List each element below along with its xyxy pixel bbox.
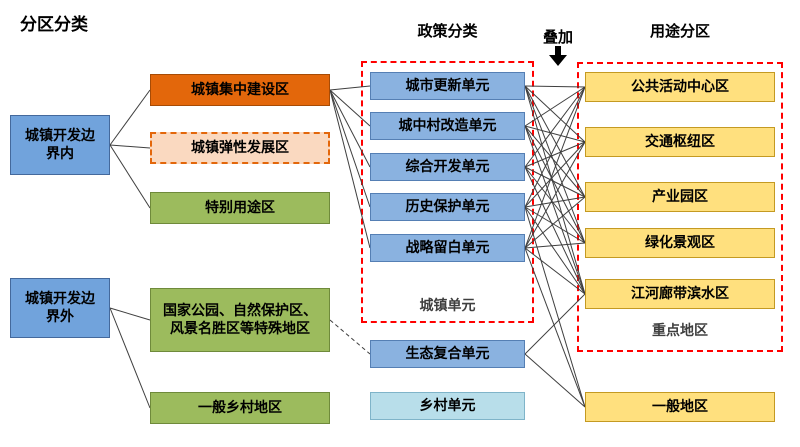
policy-column-header: 政策分类: [417, 22, 478, 40]
node-elastic-development-zone: 城镇弹性发展区: [150, 132, 330, 164]
diagram-title: 分区分类: [20, 15, 88, 35]
overlay-down-arrow-icon: [548, 46, 568, 66]
node-transport-hub-zone: 交通枢纽区: [585, 127, 775, 157]
node-river-corridor-waterfront-zone: 江河廊带滨水区: [585, 279, 775, 309]
node-strategic-reserve-unit: 战略留白单元: [370, 234, 525, 262]
node-comprehensive-development-unit: 综合开发单元: [370, 153, 525, 181]
key-area-group-border: [577, 62, 783, 352]
node-special-use-zone: 特别用途区: [150, 192, 330, 224]
node-historic-protection-unit: 历史保护单元: [370, 193, 525, 221]
node-urban-renewal-unit: 城市更新单元: [370, 72, 525, 100]
node-inside-boundary: 城镇开发边界内: [10, 115, 110, 175]
use-column-header: 用途分区: [649, 22, 710, 40]
node-parks-special-areas: 国家公园、自然保护区、风景名胜区等特殊地区: [150, 288, 330, 352]
node-village-redevelopment-unit: 城中村改造单元: [370, 112, 525, 140]
node-public-activity-center-zone: 公共活动中心区: [585, 72, 775, 102]
node-rural-unit: 乡村单元: [370, 392, 525, 420]
node-general-rural-area: 一般乡村地区: [150, 392, 330, 424]
key-area-group-label: 重点地区: [652, 323, 708, 339]
overlay-label: 叠加: [542, 28, 573, 46]
node-eco-composite-unit: 生态复合单元: [370, 340, 525, 368]
node-industrial-park-zone: 产业园区: [585, 182, 775, 212]
node-general-area: 一般地区: [585, 392, 775, 422]
node-outside-boundary: 城镇开发边界外: [10, 278, 110, 338]
node-green-landscape-zone: 绿化景观区: [585, 228, 775, 258]
urban-unit-group-label: 城镇单元: [419, 298, 476, 314]
node-concentrated-construction-zone: 城镇集中建设区: [150, 74, 330, 106]
